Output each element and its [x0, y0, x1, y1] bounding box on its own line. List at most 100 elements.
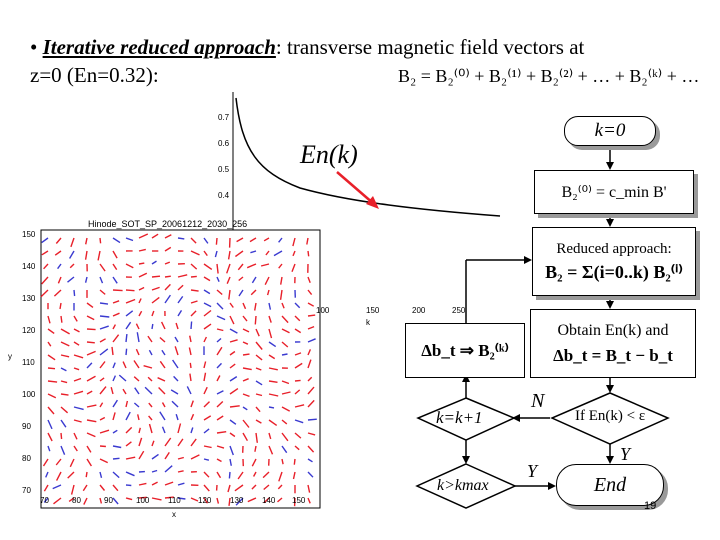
field-vector	[307, 399, 315, 408]
field-vector	[307, 432, 316, 436]
field-vector	[190, 275, 197, 278]
field-vector	[281, 458, 284, 465]
field-vector	[265, 250, 270, 256]
field-vector	[236, 237, 244, 243]
field-vector	[55, 458, 62, 466]
field-vector	[47, 367, 56, 370]
field-vector	[99, 416, 106, 421]
field-vector	[268, 328, 273, 339]
field-vector	[122, 388, 127, 395]
field-vector	[190, 321, 193, 330]
field-vector	[60, 406, 69, 414]
field-vector	[86, 350, 96, 356]
field-vector	[242, 341, 249, 345]
field-vector	[86, 375, 96, 382]
field-vector	[238, 289, 244, 297]
field-vector	[157, 377, 166, 382]
field-vector	[133, 360, 140, 369]
field-vector	[229, 315, 235, 325]
field-vector	[125, 237, 134, 242]
field-vector	[99, 386, 107, 395]
field-vector	[125, 348, 128, 356]
field-vector	[242, 432, 249, 442]
field-vector	[73, 445, 78, 452]
field-vector	[203, 276, 211, 282]
field-vector	[229, 405, 240, 408]
field-vector	[249, 237, 257, 243]
field-vector	[138, 496, 147, 499]
field-vector	[86, 328, 96, 331]
field-vector	[174, 336, 179, 343]
field-vector	[214, 250, 218, 258]
field-vector	[188, 347, 192, 356]
field-vector	[294, 432, 302, 439]
field-vector	[143, 365, 153, 369]
field-vector	[216, 458, 222, 463]
field-vector	[138, 248, 146, 252]
field-vector	[47, 393, 57, 399]
field-vector	[47, 406, 55, 415]
reduced-formula: B₂ = Σ(i=0..k) B₂⁽ⁱ⁾	[545, 261, 683, 282]
field-vector	[164, 481, 174, 486]
reduced-title: Reduced approach:	[556, 240, 672, 257]
field-vector	[125, 456, 136, 460]
map-xtick: 110	[168, 496, 181, 505]
field-vector	[99, 377, 105, 382]
vector-map-title: Hinode_SOT_SP_20061212_2030_256	[88, 219, 248, 229]
field-vector	[307, 458, 313, 463]
field-vector	[190, 454, 200, 460]
field-vector	[112, 484, 119, 492]
field-vector	[242, 353, 250, 356]
field-vector	[41, 237, 49, 244]
field-vector	[57, 276, 62, 284]
field-vector	[43, 263, 49, 270]
field-vector	[148, 349, 153, 356]
field-vector	[229, 328, 238, 334]
field-vector	[84, 276, 88, 283]
field-vector	[73, 432, 78, 440]
field-vector	[158, 387, 166, 395]
field-vector	[307, 376, 313, 382]
field-vector	[216, 375, 221, 382]
field-vector	[216, 276, 220, 282]
field-vector	[159, 336, 166, 343]
field-vector	[86, 390, 93, 395]
map-xtick: 100	[136, 496, 150, 505]
field-vector	[45, 471, 49, 478]
field-vector	[186, 386, 192, 395]
map-xtick: 80	[72, 496, 81, 505]
field-vector	[99, 338, 106, 343]
field-vector	[229, 445, 234, 456]
increment-diamond	[416, 397, 516, 441]
field-vector	[307, 325, 315, 330]
field-vector	[60, 419, 67, 428]
field-vector	[190, 400, 194, 408]
field-vector	[281, 445, 288, 454]
field-vector	[99, 471, 103, 478]
map-xtick: 120	[198, 496, 212, 505]
field-vector	[190, 310, 197, 317]
field-vector	[138, 286, 145, 291]
field-vector	[138, 310, 143, 317]
field-vector	[47, 445, 51, 452]
field-vector	[203, 323, 212, 330]
field-vector	[268, 367, 278, 371]
field-vector	[234, 250, 244, 258]
field-vector	[133, 402, 140, 408]
field-vector	[177, 438, 184, 447]
field-vector	[281, 353, 288, 356]
field-vector	[55, 471, 62, 481]
field-vector	[164, 496, 174, 499]
field-vector	[307, 359, 312, 369]
field-vector	[251, 484, 257, 490]
field-vector	[125, 321, 132, 330]
field-vector	[125, 484, 132, 487]
field-vector	[242, 393, 250, 398]
field-vector	[203, 458, 210, 461]
field-vector	[307, 484, 311, 493]
field-vector	[203, 497, 209, 504]
field-vector	[203, 263, 213, 270]
field-vector	[161, 426, 166, 434]
field-vector	[99, 402, 104, 408]
limit-label: k>kmax	[437, 477, 489, 494]
